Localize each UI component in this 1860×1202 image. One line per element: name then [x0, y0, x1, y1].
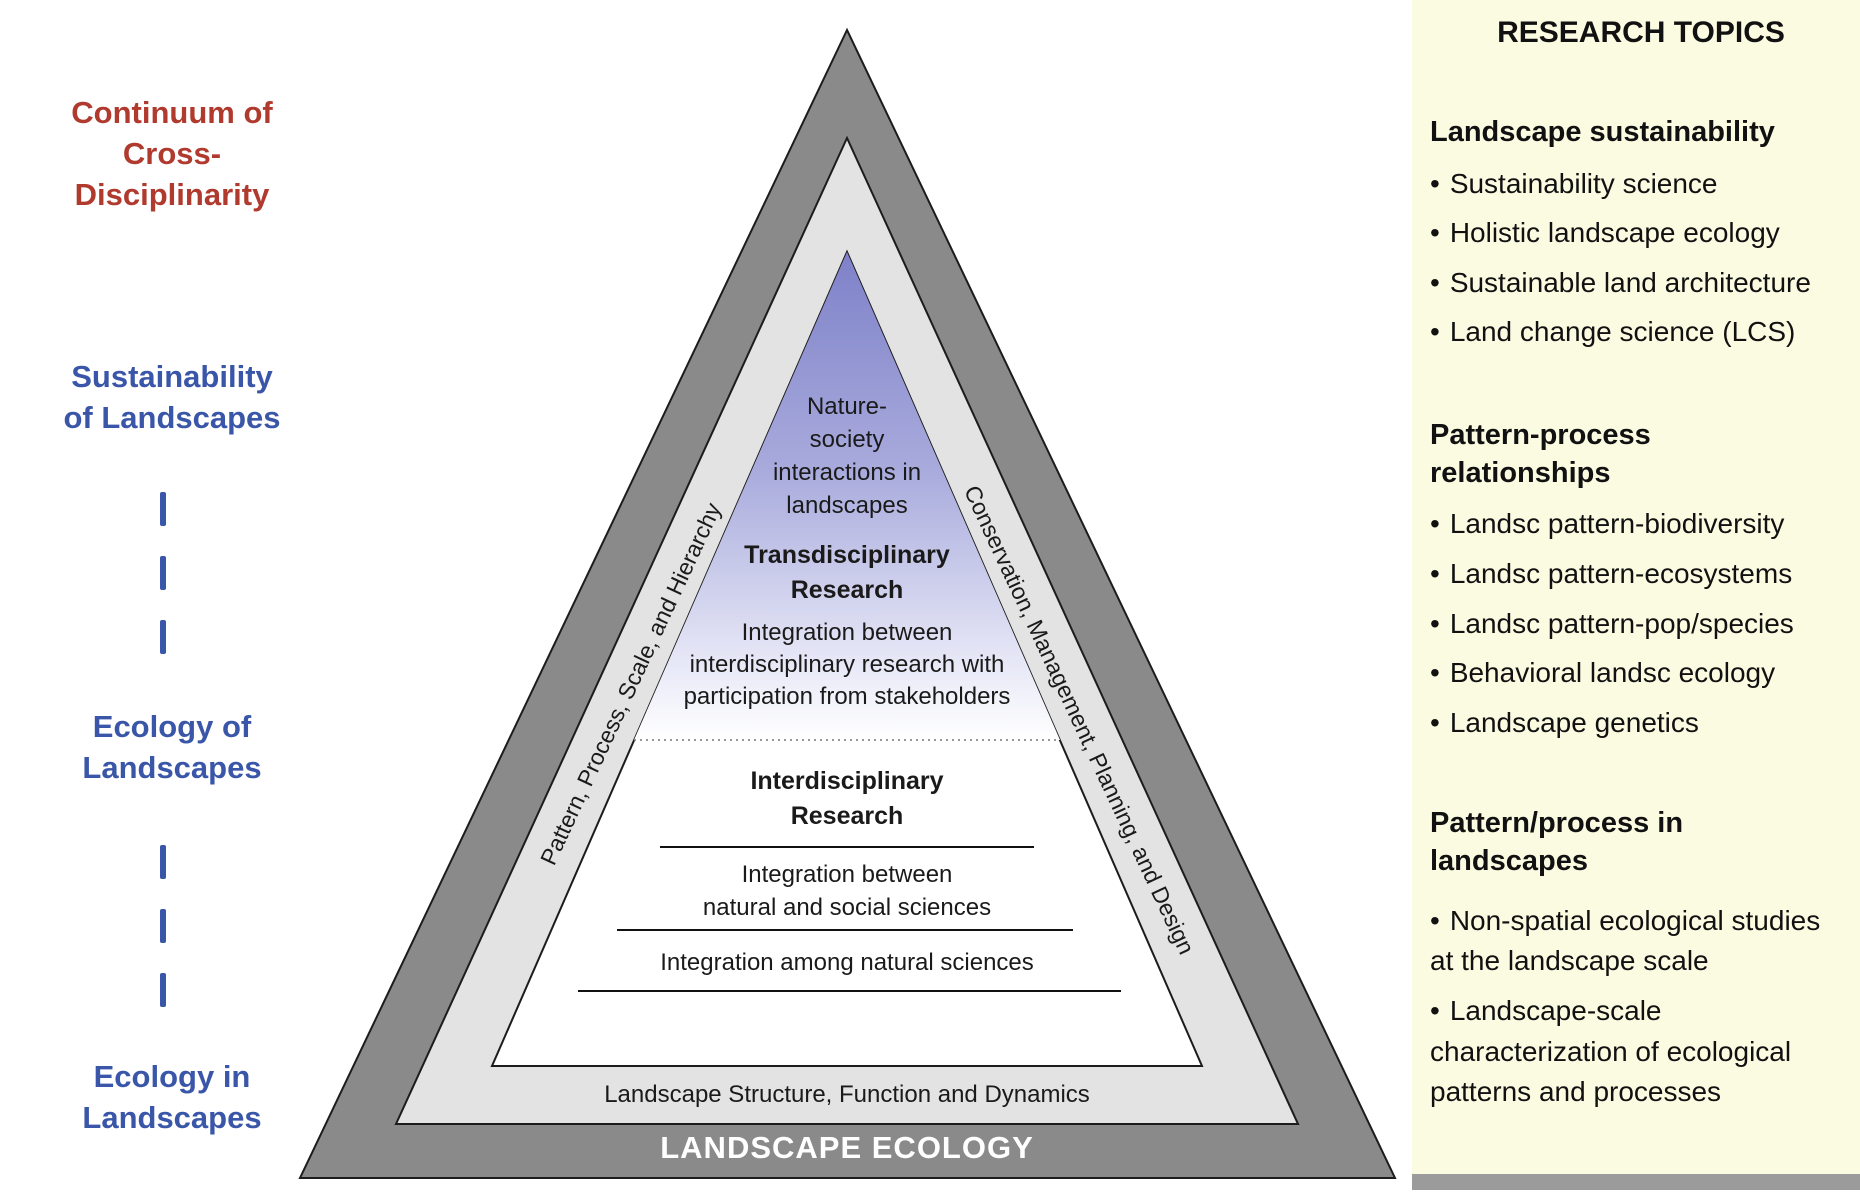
bullet-icon: •	[1430, 657, 1440, 689]
bullet-icon: •	[1430, 266, 1440, 298]
list-item: • Sustainability science	[1430, 164, 1852, 205]
transdisciplinary-research-title: Transdisciplinary Research	[744, 541, 950, 604]
list-item-label: Landscape genetics	[1449, 706, 1699, 738]
interdisciplinary-research-title: Interdisciplinary Research	[750, 767, 944, 830]
list-item: • Landsc pattern-biodiversity	[1430, 504, 1852, 545]
section-items: •Non-spatial ecological studies at the l…	[1430, 901, 1852, 1113]
bullet-icon: •	[1430, 607, 1440, 639]
panel-bottom-bar	[1412, 1174, 1860, 1190]
list-item: • Landsc pattern-ecosystems	[1430, 554, 1852, 595]
list-item: • Land change science (LCS)	[1430, 312, 1852, 353]
dashed-connector	[160, 845, 166, 879]
bullet-icon: •	[1430, 994, 1440, 1026]
continuum-label: Continuum of Cross- Disciplinarity	[71, 95, 273, 212]
bullet-icon: •	[1430, 316, 1440, 348]
bullet-icon: •	[1430, 508, 1440, 540]
list-item-label: Land change science (LCS)	[1449, 316, 1796, 348]
list-item: • Behavioral landsc ecology	[1430, 653, 1852, 694]
research-topics-panel: RESEARCH TOPICS Landscape sustainability…	[1412, 0, 1860, 1174]
list-item-label: Landsc pattern-biodiversity	[1449, 508, 1785, 540]
section-heading-pattern-process-relationships: Pattern-process relationships	[1430, 419, 1651, 489]
dashed-connector	[160, 620, 166, 654]
list-item: • Landsc pattern-pop/species	[1430, 604, 1852, 645]
section-heading-landscape-sustainability: Landscape sustainability	[1430, 116, 1775, 148]
list-item: • Sustainable land architecture	[1430, 263, 1852, 304]
bullet-icon: •	[1430, 167, 1440, 199]
list-item-label: Non-spatial ecological studies at the la…	[1430, 904, 1821, 977]
list-item-label: Holistic landscape ecology	[1449, 217, 1780, 249]
list-item: •Landscape-scale characterization of eco…	[1430, 991, 1852, 1113]
bullet-icon: •	[1430, 904, 1440, 936]
section-heading-pattern-process-in-landscapes: Pattern/process in landscapes	[1430, 807, 1684, 878]
list-item-label: Behavioral landsc ecology	[1449, 657, 1776, 689]
dashed-connector	[160, 909, 166, 943]
bullet-icon: •	[1430, 706, 1440, 738]
list-item: • Landscape genetics	[1430, 703, 1852, 744]
integration-natural-social-text: Integration between natural and social s…	[702, 861, 992, 921]
transdisciplinary-research-desc: Integration between interdisciplinary re…	[683, 619, 1011, 710]
list-item-label: Sustainable land architecture	[1449, 266, 1811, 298]
ecology-in-landscapes-label: Ecology in Landscapes	[82, 1059, 262, 1135]
section-items: • Landsc pattern-biodiversity • Landsc pat…	[1430, 504, 1852, 743]
dashed-connector	[160, 556, 166, 590]
list-item: • Holistic landscape ecology	[1430, 213, 1852, 254]
panel-title: RESEARCH TOPICS	[1497, 16, 1785, 49]
landscape-structure-label: Landscape Structure, Function and Dynami…	[604, 1081, 1090, 1108]
section-items: • Sustainability science • Holistic landsc…	[1430, 164, 1852, 353]
integration-natural-text: Integration among natural sciences	[660, 949, 1034, 976]
bullet-icon: •	[1430, 217, 1440, 249]
dashed-connector	[160, 973, 166, 1007]
list-item-label: Landscape-scale characterization of ecol…	[1430, 994, 1792, 1108]
landscape-ecology-label: LANDSCAPE ECOLOGY	[660, 1130, 1034, 1165]
nature-society-text: Nature- society interactions in landscap…	[772, 393, 922, 519]
dashed-connector	[160, 492, 166, 526]
bullet-icon: •	[1430, 558, 1440, 590]
list-item-label: Landsc pattern-ecosystems	[1449, 558, 1793, 590]
list-item: •Non-spatial ecological studies at the l…	[1430, 901, 1852, 982]
list-item-label: Sustainability science	[1449, 167, 1718, 199]
ecology-of-landscapes-label: Ecology of Landscapes	[82, 709, 262, 785]
sustainability-of-landscapes-label: Sustainability of Landscapes	[63, 359, 281, 435]
list-item-label: Landsc pattern-pop/species	[1449, 607, 1794, 639]
transdisciplinary-gradient	[634, 252, 1060, 740]
